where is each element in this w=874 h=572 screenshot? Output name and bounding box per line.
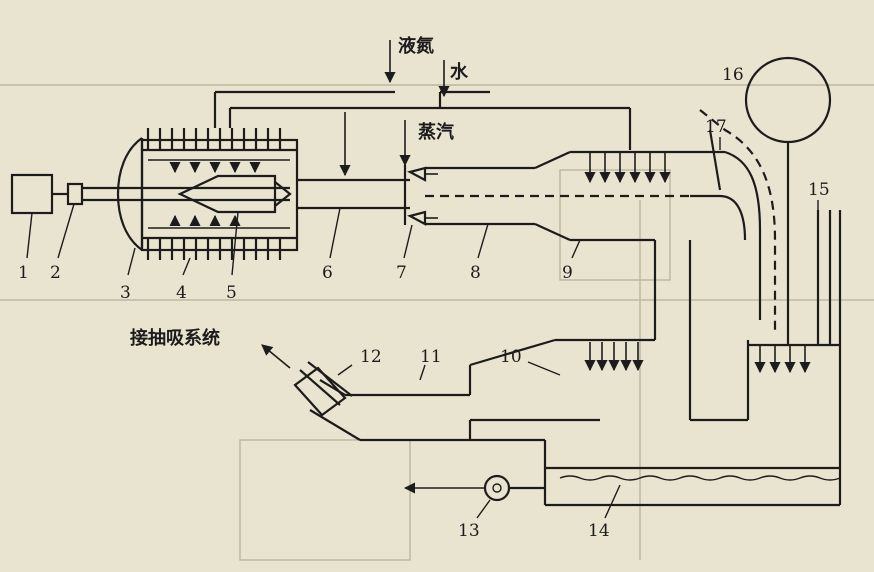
suction-arrow bbox=[261, 344, 291, 369]
water-tank bbox=[545, 466, 841, 481]
storage-sphere bbox=[744, 56, 832, 144]
part-number-1: 1 bbox=[18, 263, 29, 283]
part-number-11: 11 bbox=[420, 347, 442, 367]
supply-lines bbox=[213, 90, 632, 150]
side-column bbox=[816, 210, 842, 345]
part-number-12: 12 bbox=[360, 347, 382, 367]
steam-label: 蒸汽 bbox=[418, 121, 454, 143]
water-label: 水 bbox=[450, 61, 469, 83]
shaft bbox=[82, 186, 290, 202]
liquid-nitrogen-label: 液氮 bbox=[398, 35, 434, 57]
spray-arrows-right bbox=[748, 343, 818, 374]
part-number-15: 15 bbox=[808, 180, 830, 200]
cone-rotor bbox=[177, 174, 277, 214]
part-number-9: 9 bbox=[562, 263, 573, 283]
part-number-3: 3 bbox=[120, 283, 131, 303]
expansion-duct bbox=[425, 150, 725, 340]
part-number-5: 5 bbox=[226, 283, 237, 303]
part-number-10: 10 bbox=[500, 347, 522, 367]
motor bbox=[10, 173, 54, 215]
feed-pipe bbox=[297, 178, 410, 210]
part-number-8: 8 bbox=[470, 263, 481, 283]
spray-arrows-lower bbox=[584, 342, 644, 372]
part-number-13: 13 bbox=[458, 521, 480, 541]
elbow-pipe bbox=[690, 109, 777, 330]
pump bbox=[483, 474, 545, 502]
spray-arrows-upper bbox=[584, 152, 671, 184]
exhaust-duct bbox=[309, 379, 470, 442]
housing-end-cover bbox=[116, 137, 143, 251]
mixing-chamber bbox=[140, 138, 299, 252]
part-number-14: 14 bbox=[588, 521, 610, 541]
part-number-6: 6 bbox=[322, 263, 333, 283]
suction-flange bbox=[293, 361, 353, 417]
to-suction-label: 接抽吸系统 bbox=[130, 327, 220, 349]
leader-lines bbox=[26, 137, 819, 519]
background-bleed bbox=[0, 84, 874, 561]
coupling bbox=[66, 182, 84, 206]
part-number-16: 16 bbox=[722, 65, 744, 85]
part-number-2: 2 bbox=[50, 263, 61, 283]
settling-chamber bbox=[468, 338, 655, 440]
paddle-teeth bbox=[146, 128, 282, 260]
part-number-4: 4 bbox=[176, 283, 187, 303]
part-number-17: 17 bbox=[705, 117, 727, 137]
steam-nozzles bbox=[403, 165, 438, 226]
part-number-7: 7 bbox=[396, 263, 407, 283]
inner-flow-arrows bbox=[169, 161, 261, 227]
